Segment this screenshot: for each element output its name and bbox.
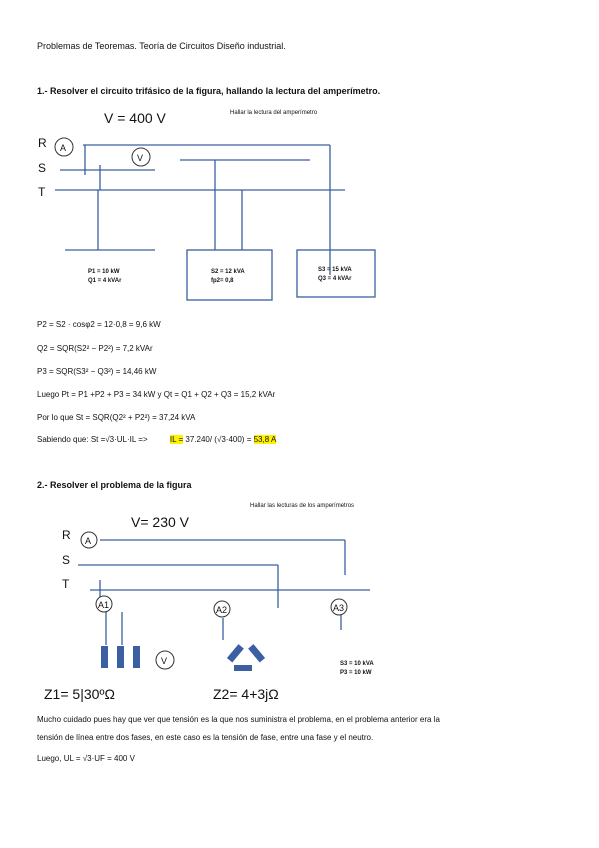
final-mid: 37.240/ (√3·400) = <box>185 435 252 444</box>
problem2-phase-s: S <box>62 553 71 567</box>
ammeter-icon: A <box>54 137 74 157</box>
step-st: Por lo que St = SQR(Q2² + P2²) = 37,24 k… <box>37 413 196 422</box>
ammeter-a2-icon: A2 <box>213 600 231 618</box>
problem1-phase-r: R <box>38 136 47 150</box>
svg-text:A: A <box>60 143 66 153</box>
problem1-caption: Hallar la lectura del amperímetro <box>230 110 318 116</box>
final-il-label: IL = <box>169 435 184 444</box>
note-line-2: tensión de línea entre dos fases, en est… <box>37 733 374 742</box>
voltmeter-2-icon: V <box>155 650 175 670</box>
svg-text:A2: A2 <box>216 605 227 615</box>
step-totals: Luego Pt = P1 +P2 + P3 = 34 kW y Qt = Q1… <box>37 390 276 399</box>
z2-label: Z2= 4+3jΩ <box>213 686 279 702</box>
svg-text:A1: A1 <box>98 600 109 610</box>
note-line-1: Mucho cuidado pues hay que ver que tensi… <box>37 715 440 724</box>
svg-text:A: A <box>85 536 91 546</box>
problem2-voltage: V= 230 V <box>131 514 189 530</box>
final-result: 53,8 A <box>253 435 277 444</box>
step-p3: P3 = SQR(S3² − Q3²) = 14,46 kW <box>37 367 157 376</box>
problem1-voltage: V = 400 V <box>104 110 166 126</box>
problem2-phase-r: R <box>62 528 71 542</box>
final-prefix: Sabiendo que: St =√3·UL·IL => <box>37 435 148 444</box>
z1-label: Z1= 5|30ºΩ <box>44 686 115 702</box>
svg-text:V: V <box>137 153 143 163</box>
step-final: Sabiendo que: St =√3·UL·IL => IL = 37.24… <box>37 435 277 444</box>
problem1-phase-s: S <box>38 161 47 175</box>
step-q2: Q2 = SQR(S2² − P2²) = 7,2 kVAr <box>37 344 153 353</box>
voltmeter-icon: V <box>131 147 151 167</box>
ammeter-a1-icon: A1 <box>95 595 113 613</box>
step-p2: P2 = S2 · cosφ2 = 12·0,8 = 9,6 kW <box>37 320 161 329</box>
problem2-phase-t: T <box>62 577 70 591</box>
ammeter-main-icon: A <box>80 531 98 549</box>
problem2-caption: Hallar las lecturas de los amperímetros <box>250 503 355 509</box>
document-header: Problemas de Teoremas. Teoría de Circuit… <box>37 41 286 51</box>
problem1-phase-t: T <box>38 185 46 199</box>
problem2-title: 2.- Resolver el problema de la figura <box>37 480 192 490</box>
ammeter-a3-icon: A3 <box>330 598 348 616</box>
luego-line: Luego, UL = √3·UF = 400 V <box>37 754 135 763</box>
svg-text:A3: A3 <box>333 603 344 613</box>
svg-text:V: V <box>161 656 167 666</box>
z2-delta-icon <box>226 644 266 671</box>
problem1-title: 1.- Resolver el circuito trifásico de la… <box>37 86 381 96</box>
